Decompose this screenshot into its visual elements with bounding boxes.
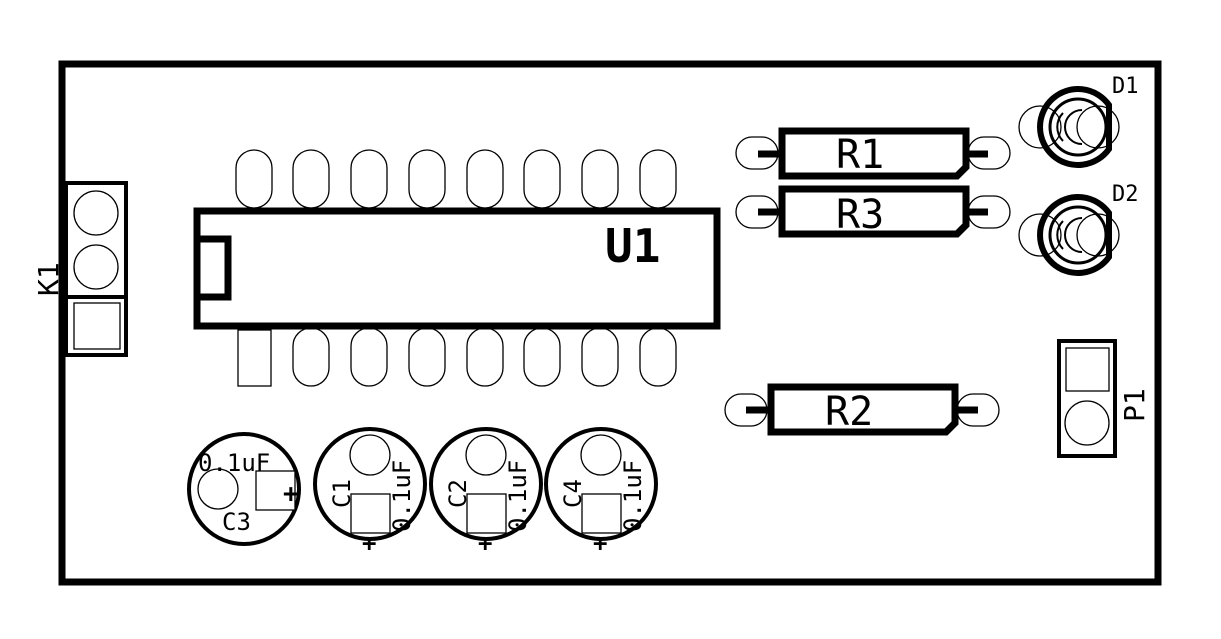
- r3-label: R3: [836, 192, 884, 238]
- u1-pin-11: [523, 149, 561, 209]
- c2-capacitor: + C2 0.1uF: [429, 427, 543, 557]
- r1-label: R1: [836, 132, 884, 178]
- c2-pad-positive: [466, 493, 507, 534]
- c4-pad-positive: [581, 493, 622, 534]
- c4-value-label: 0.1uF: [619, 460, 647, 532]
- u1-pin-1: [237, 329, 272, 387]
- c3-outline: [187, 432, 301, 546]
- u1-pin-2: [292, 327, 330, 387]
- c3-capacitor: + 0.1uF C3: [187, 432, 301, 546]
- u1-pin-9: [639, 149, 677, 209]
- u1-pin-10: [581, 149, 619, 209]
- k1-pin-3: [73, 190, 119, 236]
- r2-body-outline: [767, 383, 959, 436]
- c1-outline: [313, 427, 427, 541]
- c2-polarity-mark: +: [478, 529, 492, 557]
- u1-bottom-pads: [237, 327, 677, 387]
- u1-pin-6: [523, 327, 561, 387]
- r1-body-outline: [778, 127, 970, 180]
- p1-pin-2: [1064, 400, 1110, 446]
- c1-pad-positive: [350, 493, 391, 534]
- u1-pin-16: [235, 149, 273, 209]
- c1-pad-negative: [349, 434, 391, 476]
- c3-value-label: 0.1uF: [198, 449, 270, 477]
- u1-pin-3: [350, 327, 388, 387]
- c1-label: C1: [328, 479, 356, 508]
- k1-label: K1: [32, 262, 65, 296]
- p1-label: P1: [1118, 388, 1151, 422]
- d2-label: D2: [1112, 182, 1139, 207]
- board-outline: [58, 60, 1162, 586]
- u1-pin-7: [581, 327, 619, 387]
- u1-pin-13: [408, 149, 446, 209]
- c4-outline: [544, 427, 658, 541]
- c4-label: C4: [559, 479, 587, 508]
- c1-value-label: 0.1uF: [388, 460, 416, 532]
- c3-polarity-mark: +: [283, 479, 299, 509]
- k1-outline: [64, 181, 128, 357]
- k1-pin-2: [73, 244, 119, 290]
- r3-body-outline: [778, 185, 970, 238]
- d2-light-arc-mid: [1064, 217, 1083, 253]
- u1-pin-4: [408, 327, 446, 387]
- c2-value-label: 0.1uF: [504, 460, 532, 532]
- d1-body-outline: [1037, 86, 1112, 168]
- p1-outline: [1057, 339, 1117, 458]
- c2-label: C2: [444, 479, 472, 508]
- c2-pad-negative: [465, 434, 507, 476]
- k1-pin-1: [73, 302, 121, 350]
- c1-capacitor: + C1 0.1uF: [313, 427, 427, 557]
- u1-pin-8: [639, 327, 677, 387]
- d2-lens: [1048, 205, 1108, 265]
- u1-pin-14: [350, 149, 388, 209]
- c4-capacitor: + C4 0.1uF: [544, 427, 658, 557]
- c4-polarity-mark: +: [593, 529, 607, 557]
- u1-pin1-notch: [193, 235, 232, 301]
- d2-pad-right: [1076, 213, 1120, 257]
- u1-pin-12: [466, 149, 504, 209]
- u1-pin-15: [292, 149, 330, 209]
- d1-light-arc-inner: [1056, 112, 1064, 142]
- u1-top-pads: [235, 149, 677, 209]
- d1-pad-right: [1076, 105, 1120, 149]
- p1-pin-1: [1065, 347, 1110, 392]
- d1-led: [1018, 86, 1120, 168]
- u1-label: U1: [605, 219, 660, 273]
- c3-pad-negative: [197, 468, 239, 510]
- c3-label: C3: [222, 508, 251, 536]
- d1-lens: [1048, 97, 1108, 157]
- d2-body-outline: [1037, 194, 1112, 276]
- c2-outline: [429, 427, 543, 541]
- r2-label: R2: [825, 389, 873, 435]
- c3-pad-positive: [255, 470, 296, 511]
- c4-pad-negative: [580, 434, 622, 476]
- u1-pin-5: [466, 327, 504, 387]
- d2-led: [1018, 194, 1120, 276]
- d1-light-arc-mid: [1064, 109, 1083, 145]
- d1-label: D1: [1112, 74, 1139, 99]
- c1-polarity-mark: +: [362, 529, 376, 557]
- d2-light-arc-inner: [1056, 220, 1064, 250]
